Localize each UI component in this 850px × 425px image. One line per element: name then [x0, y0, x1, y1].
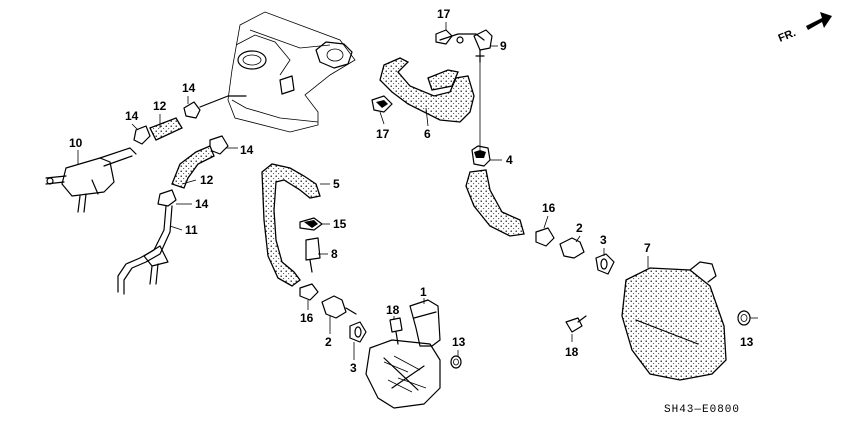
callout-16: 16	[542, 201, 556, 215]
hose-12-lower	[171, 145, 215, 189]
fitting-2-right	[559, 237, 585, 259]
gasket-13-lower	[450, 355, 462, 369]
callout-4: 4	[506, 153, 513, 167]
callout-1: 1	[420, 285, 427, 299]
callout-9: 9	[500, 39, 507, 53]
diagram-code: SH43—E0800	[664, 404, 740, 416]
callout-13: 13	[452, 335, 466, 349]
callout-14: 14	[195, 197, 209, 211]
air-chamber-10	[45, 147, 137, 213]
valve-cover	[199, 11, 356, 133]
tube-11	[117, 205, 173, 295]
leader-lines	[77, 22, 758, 360]
callout-17: 17	[376, 127, 390, 141]
grommet-3-right	[595, 253, 615, 275]
callout-7: 7	[644, 241, 651, 255]
gasket-13-right	[737, 310, 751, 326]
bolt-18-lower	[389, 317, 403, 345]
callout-8: 8	[331, 247, 338, 261]
bolt-18-right	[565, 315, 587, 333]
clamp-17-lower	[371, 95, 393, 113]
clamp-16-right	[535, 227, 555, 247]
fitting-2-lower	[321, 295, 357, 319]
callout-14: 14	[240, 143, 254, 157]
callout-16: 16	[300, 311, 314, 325]
hose-4	[465, 169, 525, 237]
callout-2: 2	[325, 335, 332, 349]
hose-12-upper	[149, 117, 183, 141]
callout-2: 2	[576, 221, 583, 235]
callout-18: 18	[386, 303, 400, 317]
clamp-16-lower	[299, 283, 319, 301]
breather-hose-6	[379, 33, 485, 123]
pcv-valve-9	[473, 29, 493, 150]
callout-10: 10	[69, 136, 83, 150]
clamp-14-b	[183, 101, 201, 119]
callout-11: 11	[185, 223, 198, 237]
callout-3: 3	[600, 233, 607, 247]
callout-14: 14	[182, 81, 196, 95]
clamp-15	[299, 217, 323, 231]
clamp-14-d	[157, 189, 177, 207]
callout-3: 3	[350, 361, 357, 375]
callout-5: 5	[333, 177, 340, 191]
separator-7	[621, 261, 727, 381]
callout-13: 13	[740, 335, 754, 349]
bracket-1	[409, 299, 441, 347]
clamp-17-upper	[435, 29, 464, 45]
callout-18: 18	[565, 345, 579, 359]
callout-14: 14	[125, 109, 139, 123]
clamp-14-a	[133, 125, 151, 145]
separator-lower	[365, 339, 441, 409]
callout-12: 12	[153, 99, 167, 113]
callout-15: 15	[333, 217, 347, 231]
valve-8	[305, 237, 321, 273]
callout-6: 6	[424, 127, 431, 141]
hose-5	[261, 163, 321, 287]
callout-17: 17	[437, 7, 451, 21]
callout-12: 12	[200, 173, 214, 187]
front-direction-arrow	[806, 12, 832, 30]
connector-4	[471, 145, 491, 167]
grommet-3-lower	[349, 321, 367, 343]
front-direction-label: FR.	[777, 27, 798, 45]
